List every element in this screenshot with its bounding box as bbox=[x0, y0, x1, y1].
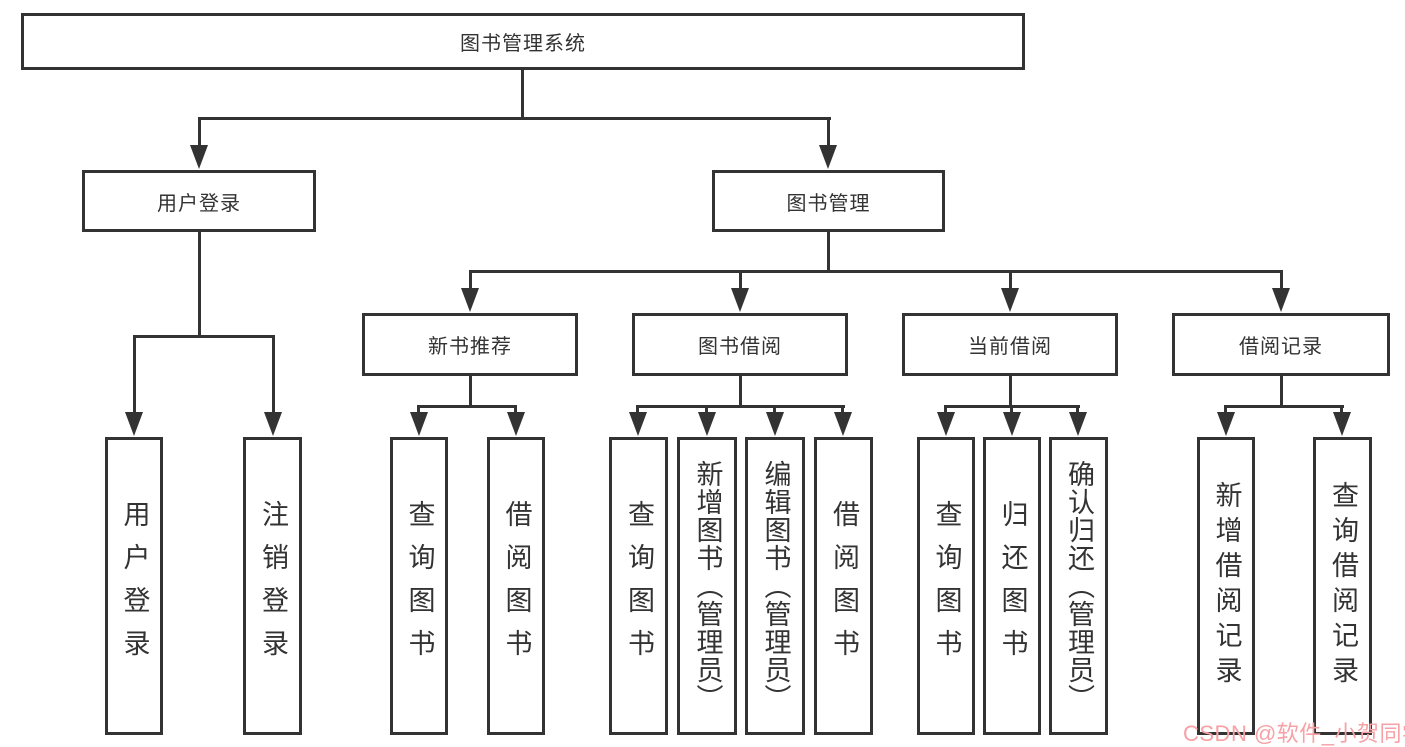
arrowhead bbox=[125, 412, 143, 436]
node-confirm-return-admin: 确认归还（管理员） bbox=[1049, 437, 1108, 735]
connector-drop bbox=[1010, 405, 1013, 417]
node-query-books-3: 查询图书 bbox=[917, 437, 975, 735]
connector-stem bbox=[1009, 376, 1012, 407]
node-query-books-2: 查询图书 bbox=[609, 437, 668, 735]
node-add-borrow-record: 新增借阅记录 bbox=[1197, 437, 1255, 735]
arrowhead bbox=[264, 412, 282, 436]
arrowhead bbox=[190, 145, 208, 169]
csdn-watermark: CSDN @软件_小贺同学 bbox=[1183, 721, 1405, 746]
node-query-books-1: 查询图书 bbox=[390, 437, 448, 735]
node-book-management: 图书管理 bbox=[712, 170, 945, 232]
node-book-borrow: 图书借阅 bbox=[632, 313, 848, 376]
node-current-borrow-label: 当前借阅 bbox=[968, 336, 1052, 358]
connector-split-1 bbox=[198, 117, 831, 120]
connector-drop bbox=[1280, 270, 1283, 290]
node-user-login-action: 用户登录 bbox=[105, 437, 163, 735]
node-query-borrow-record: 查询借阅记录 bbox=[1313, 437, 1372, 735]
connector-drop bbox=[1076, 405, 1079, 417]
node-logout: 注销登录 bbox=[243, 437, 302, 735]
connector-drop bbox=[944, 405, 947, 417]
connector-stem bbox=[1280, 376, 1283, 407]
node-root-label: 图书管理系统 bbox=[460, 33, 586, 55]
node-root: 图书管理系统 bbox=[21, 13, 1025, 70]
connector-drop bbox=[272, 335, 275, 415]
node-borrow-books-1: 借阅图书 bbox=[487, 437, 545, 735]
connector-drop bbox=[1224, 405, 1227, 417]
connector-split bbox=[1224, 405, 1344, 408]
arrowhead bbox=[731, 288, 749, 312]
connector-drop bbox=[827, 117, 830, 148]
connector-split-book-management bbox=[469, 270, 1283, 273]
connector-user-login-stem bbox=[198, 232, 201, 338]
node-edit-books-admin: 编辑图书（管理员） bbox=[745, 437, 805, 735]
connector-split bbox=[636, 405, 845, 408]
arrowhead bbox=[1272, 288, 1290, 312]
node-new-book-recommend: 新书推荐 bbox=[362, 313, 578, 376]
node-borrow-records: 借阅记录 bbox=[1172, 313, 1390, 376]
connector-drop bbox=[773, 405, 776, 417]
node-user-login: 用户登录 bbox=[82, 170, 316, 232]
arrowhead bbox=[1217, 412, 1235, 436]
arrowhead bbox=[1001, 288, 1019, 312]
node-new-book-recommend-label: 新书推荐 bbox=[428, 336, 512, 358]
connector-drop bbox=[1340, 405, 1343, 417]
node-return-books: 归还图书 bbox=[983, 437, 1041, 735]
connector-split bbox=[417, 405, 517, 408]
node-add-books-admin: 新增图书（管理员） bbox=[677, 437, 737, 735]
arrowhead bbox=[834, 412, 852, 436]
connector-drop bbox=[841, 405, 844, 417]
arrowhead bbox=[410, 412, 428, 436]
arrowhead bbox=[1069, 412, 1087, 436]
node-book-management-label: 图书管理 bbox=[786, 192, 871, 215]
connector-drop bbox=[1009, 270, 1012, 290]
arrowhead bbox=[766, 412, 784, 436]
connector-drop bbox=[198, 117, 201, 148]
arrowhead bbox=[698, 412, 716, 436]
connector-book-management-stem bbox=[827, 232, 830, 273]
connector-drop bbox=[739, 270, 742, 290]
connector-drop bbox=[705, 405, 708, 417]
connector-split-user-login bbox=[133, 335, 275, 338]
arrowhead bbox=[819, 145, 837, 169]
arrowhead bbox=[461, 288, 479, 312]
node-borrow-books-2: 借阅图书 bbox=[814, 437, 873, 735]
connector-drop bbox=[469, 270, 472, 290]
arrowhead bbox=[937, 412, 955, 436]
node-user-login-label: 用户登录 bbox=[157, 192, 241, 215]
node-current-borrow: 当前借阅 bbox=[902, 313, 1118, 376]
connector-stem bbox=[739, 376, 742, 407]
arrowhead bbox=[1333, 412, 1351, 436]
arrowhead bbox=[629, 412, 647, 436]
node-book-borrow-label: 图书借阅 bbox=[698, 336, 782, 358]
connector-drop bbox=[133, 335, 136, 415]
connector-drop bbox=[417, 405, 420, 417]
connector-stem bbox=[469, 376, 472, 407]
connector-root-stem bbox=[521, 70, 524, 119]
arrowhead bbox=[507, 412, 525, 436]
connector-drop bbox=[636, 405, 639, 417]
connector-drop bbox=[514, 405, 517, 417]
node-borrow-records-label: 借阅记录 bbox=[1239, 336, 1323, 358]
arrowhead bbox=[1003, 412, 1021, 436]
